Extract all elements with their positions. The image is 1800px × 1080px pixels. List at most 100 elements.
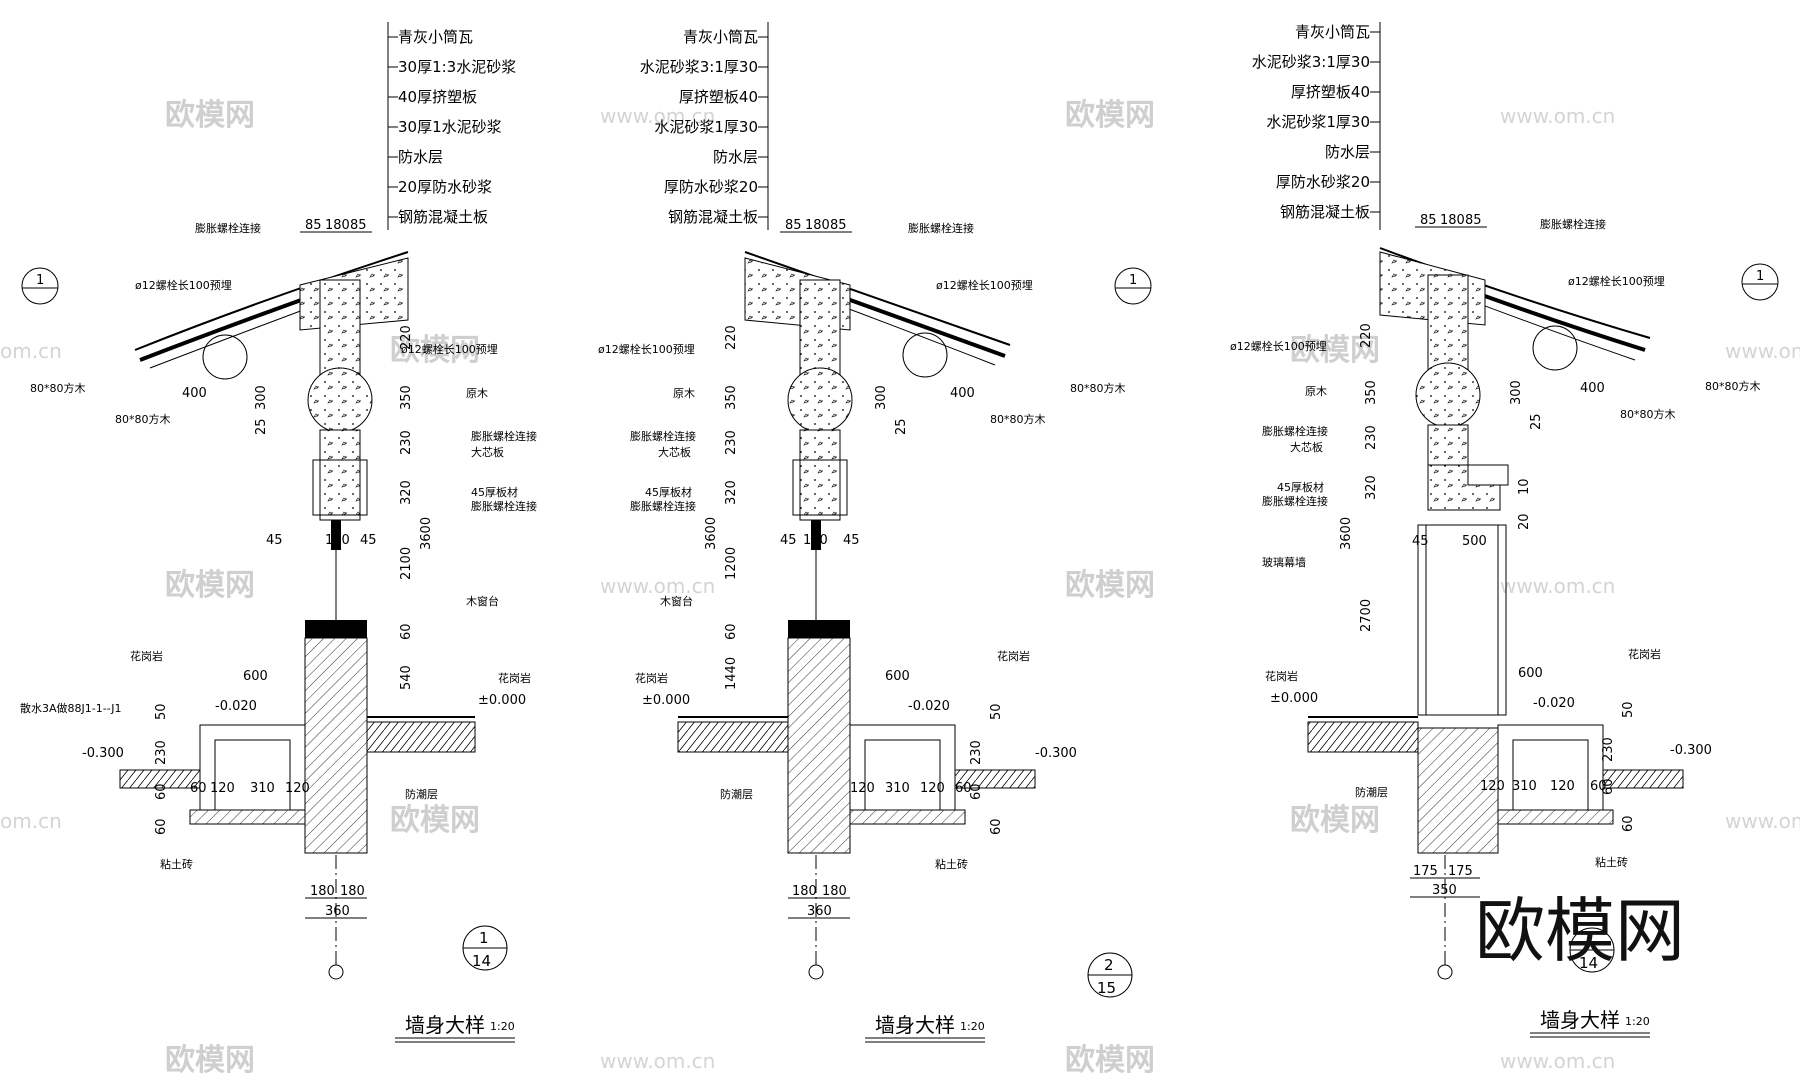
callout-sheet: 14 <box>1579 954 1598 972</box>
wall-detail-1: 青灰小筒瓦 30厚1:3水泥砂浆 40厚挤塑板 30厚1水泥砂浆 防水层 20厚… <box>20 22 537 1043</box>
level-mark: -0.020 <box>215 699 257 714</box>
level-mark: ±0.000 <box>478 693 526 708</box>
watermark-logo: 欧模网 <box>1475 890 1685 972</box>
layer-list: 青灰小筒瓦 30厚1:3水泥砂浆 40厚挤塑板 30厚1水泥砂浆 防水层 20厚… <box>388 28 516 226</box>
dim: 230 <box>969 740 984 765</box>
dim: 350 <box>399 385 414 410</box>
dim: 60 <box>989 818 1004 835</box>
dim: 175 <box>1413 864 1438 879</box>
dim: 50 <box>989 703 1004 720</box>
dim: 85 <box>785 218 802 233</box>
dim: 230 <box>1364 425 1379 450</box>
annotation: 木窗台 <box>660 594 693 608</box>
dim: 45 <box>843 533 860 548</box>
layer-label: 厚挤塑板40 <box>1291 83 1370 101</box>
watermark-url: www.om.cn <box>1725 339 1800 363</box>
dim: 85 <box>350 218 367 233</box>
wall-detail-3: 青灰小筒瓦 水泥砂浆3:1厚30 厚挤塑板40 水泥砂浆1厚30 防水层 厚防水… <box>1230 22 1779 1038</box>
dim: 175 <box>1448 864 1473 879</box>
dim: 60 <box>1621 815 1636 832</box>
annotation: 原木 <box>466 387 488 400</box>
dim: 3600 <box>704 517 719 550</box>
dim: 45 <box>266 533 283 548</box>
dim: 60 <box>154 783 169 800</box>
watermark-brand: 欧模网 <box>165 1043 255 1076</box>
annotation: ø12螺栓长100预埋 <box>936 278 1033 292</box>
axis-bubble <box>1741 263 1779 301</box>
dim: 180 <box>822 884 847 899</box>
callout-number: 1 <box>479 929 489 947</box>
annotation: 80*80方木 <box>30 381 86 395</box>
dim: 60 <box>1601 778 1616 795</box>
dim: 220 <box>399 325 414 350</box>
detail-scale: 1:20 <box>960 1020 985 1033</box>
watermark-url: www.om.cn <box>600 1049 715 1073</box>
annotation: 粘土砖 <box>1595 855 1628 869</box>
annotation: 花岗岩 <box>498 671 531 685</box>
annotation: 粘土砖 <box>160 857 193 871</box>
annotation: 玻璃幕墙 <box>1262 555 1306 569</box>
watermark-brand: 欧模网 <box>1065 568 1155 603</box>
annotation: 45厚板材 <box>645 485 692 499</box>
annotation: 原木 <box>1305 385 1327 398</box>
dim: 310 <box>1512 779 1537 794</box>
axis-number: 1 <box>36 273 44 288</box>
axis-number: 1 <box>1129 273 1137 288</box>
annotation: 45厚板材 <box>471 485 518 499</box>
annotation: ø12螺栓长100预埋 <box>598 342 695 356</box>
dim: 600 <box>885 669 910 684</box>
dim: 180 <box>805 218 830 233</box>
dim: 120 <box>1550 779 1575 794</box>
annotation: ø12螺栓长100预埋 <box>401 342 498 356</box>
layer-label: 30厚1:3水泥砂浆 <box>398 58 516 76</box>
dim: 400 <box>182 386 207 401</box>
dim: 45 <box>360 533 377 548</box>
watermark-brand: 欧模网 <box>390 333 480 368</box>
annotation: 膨胀螺栓连接 <box>471 499 537 513</box>
dim: 60 <box>1590 779 1607 794</box>
dim: 400 <box>950 386 975 401</box>
dim: 60 <box>399 623 414 640</box>
dim: 180 <box>310 884 335 899</box>
dim: 85 <box>305 218 322 233</box>
layer-label: 40厚挤塑板 <box>398 88 477 106</box>
layer-label: 水泥砂浆1厚30 <box>654 118 758 136</box>
annotation: 膨胀螺栓连接 <box>1262 424 1328 438</box>
level-mark: -0.300 <box>82 746 124 761</box>
dim: 45 <box>1412 534 1429 549</box>
dim: 310 <box>885 781 910 796</box>
dim: 25 <box>894 418 909 435</box>
dim: 220 <box>1359 323 1374 348</box>
annotation: 膨胀螺栓连接 <box>630 499 696 513</box>
dim: 1200 <box>724 547 739 580</box>
dim: 600 <box>243 669 268 684</box>
annotation: 防潮层 <box>720 787 753 801</box>
annotation: 80*80方木 <box>115 412 171 426</box>
layer-list: 青灰小筒瓦 水泥砂浆3:1厚30 厚挤塑板40 水泥砂浆1厚30 防水层 厚防水… <box>640 28 768 226</box>
annotation: 防潮层 <box>1355 785 1388 799</box>
annotation: 防潮层 <box>405 787 438 801</box>
annotation: ø12螺栓长100预埋 <box>135 278 232 292</box>
layer-label: 青灰小筒瓦 <box>1295 23 1370 41</box>
dim: 120 <box>285 781 310 796</box>
dim: 180 <box>340 884 365 899</box>
dim: 180 <box>325 533 350 548</box>
dim: 600 <box>1518 666 1543 681</box>
dim: 2100 <box>399 547 414 580</box>
watermark-brand: 欧模网 <box>1290 803 1380 838</box>
detail-title: 墙身大样 <box>875 1013 955 1037</box>
layer-label: 钢筋混凝土板 <box>398 208 488 226</box>
annotation: 膨胀螺栓连接 <box>471 429 537 443</box>
dim: 350 <box>724 385 739 410</box>
dim: 120 <box>850 781 875 796</box>
dim: 350 <box>1364 380 1379 405</box>
annotation: 花岗岩 <box>1265 669 1298 683</box>
level-mark: -0.300 <box>1670 743 1712 758</box>
watermark-corner: om.cn <box>0 809 62 833</box>
dim: 300 <box>1509 380 1524 405</box>
callout-sheet: 15 <box>1097 979 1116 997</box>
level-mark: ±0.000 <box>642 693 690 708</box>
dim: 120 <box>1480 779 1505 794</box>
dim: 230 <box>399 430 414 455</box>
dim: 180 <box>1440 213 1465 228</box>
